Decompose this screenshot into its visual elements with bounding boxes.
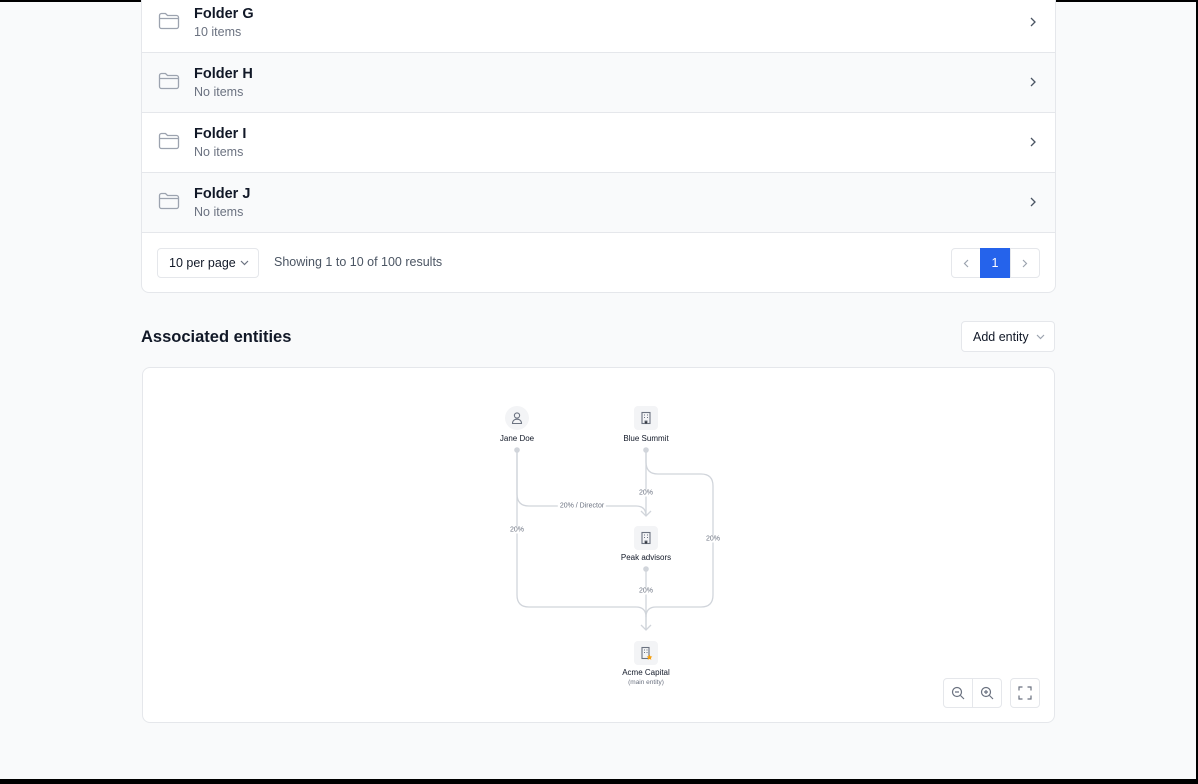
building-icon[interactable] (634, 526, 658, 550)
edge-label: 20% (507, 526, 527, 534)
entity-graph[interactable]: Jane Doe Blue Summit Peak advisors Acme … (142, 367, 1055, 723)
screen-edge (0, 779, 1196, 784)
chevron-left-icon (963, 259, 969, 267)
folder-row[interactable]: Folder I No items (142, 113, 1055, 173)
edge-label: 20% (703, 535, 723, 543)
folder-count: No items (194, 145, 244, 159)
next-page-button[interactable] (1010, 248, 1040, 278)
zoom-out-button[interactable] (943, 678, 973, 708)
folder-count: 10 items (194, 25, 242, 39)
zoom-out-icon (951, 686, 965, 700)
folder-row[interactable]: Folder J No items (142, 173, 1055, 233)
pagination-bar: 10 per page Showing 1 to 10 of 100 resul… (142, 233, 1055, 292)
folder-icon (158, 192, 180, 210)
building-star-icon[interactable] (634, 641, 658, 665)
fullscreen-icon (1018, 686, 1032, 700)
node-label: Acme Capital (622, 668, 670, 677)
section-title: Associated entities (141, 328, 292, 346)
chevron-right-icon (1022, 259, 1028, 267)
node-label: Jane Doe (499, 434, 535, 443)
edge-jane-acme (516, 450, 647, 618)
folder-name: Folder H (194, 66, 253, 82)
chevron-down-icon (1036, 334, 1045, 340)
folder-name: Folder J (194, 186, 251, 202)
port-dot (514, 447, 520, 453)
arrow-head (640, 510, 652, 631)
folder-list-card: Folder G 10 items Folder H No items Fold… (141, 0, 1056, 293)
add-entity-label: Add entity (973, 330, 1029, 344)
node-label: Peak advisors (620, 553, 672, 562)
folder-name: Folder I (194, 126, 247, 142)
port-dot (643, 566, 649, 572)
per-page-select[interactable]: 10 per page (157, 248, 259, 278)
fullscreen-button[interactable] (1010, 678, 1040, 708)
chevron-right-icon (1030, 137, 1036, 147)
edge-label: 20% (636, 587, 656, 595)
results-summary: Showing 1 to 10 of 100 results (274, 255, 443, 269)
folder-name: Folder G (194, 6, 254, 22)
edge-label: 20% / Director (557, 502, 607, 510)
prev-page-button[interactable] (951, 248, 981, 278)
page-button-current[interactable]: 1 (980, 248, 1010, 278)
folder-count: No items (194, 205, 244, 219)
folder-count: No items (194, 85, 244, 99)
chevron-right-icon (1030, 197, 1036, 207)
per-page-value: 10 per page (169, 256, 236, 270)
chevron-down-icon (240, 260, 249, 266)
zoom-in-icon (980, 686, 994, 700)
folder-row[interactable]: Folder G 10 items (142, 0, 1055, 53)
person-icon[interactable] (505, 406, 529, 430)
add-entity-button[interactable]: Add entity (961, 321, 1055, 352)
node-label: Blue Summit (623, 434, 669, 443)
graph-edges (514, 447, 714, 631)
folder-row[interactable]: Folder H No items (142, 53, 1055, 113)
zoom-in-button[interactable] (972, 678, 1002, 708)
chevron-right-icon (1030, 17, 1036, 27)
building-icon[interactable] (634, 406, 658, 430)
port-dot (643, 447, 649, 453)
node-sublabel: (main entity) (628, 679, 664, 686)
folder-icon (158, 132, 180, 150)
chevron-right-icon (1030, 77, 1036, 87)
edge-label: 20% (636, 489, 656, 497)
folder-icon (158, 72, 180, 90)
folder-icon (158, 12, 180, 30)
